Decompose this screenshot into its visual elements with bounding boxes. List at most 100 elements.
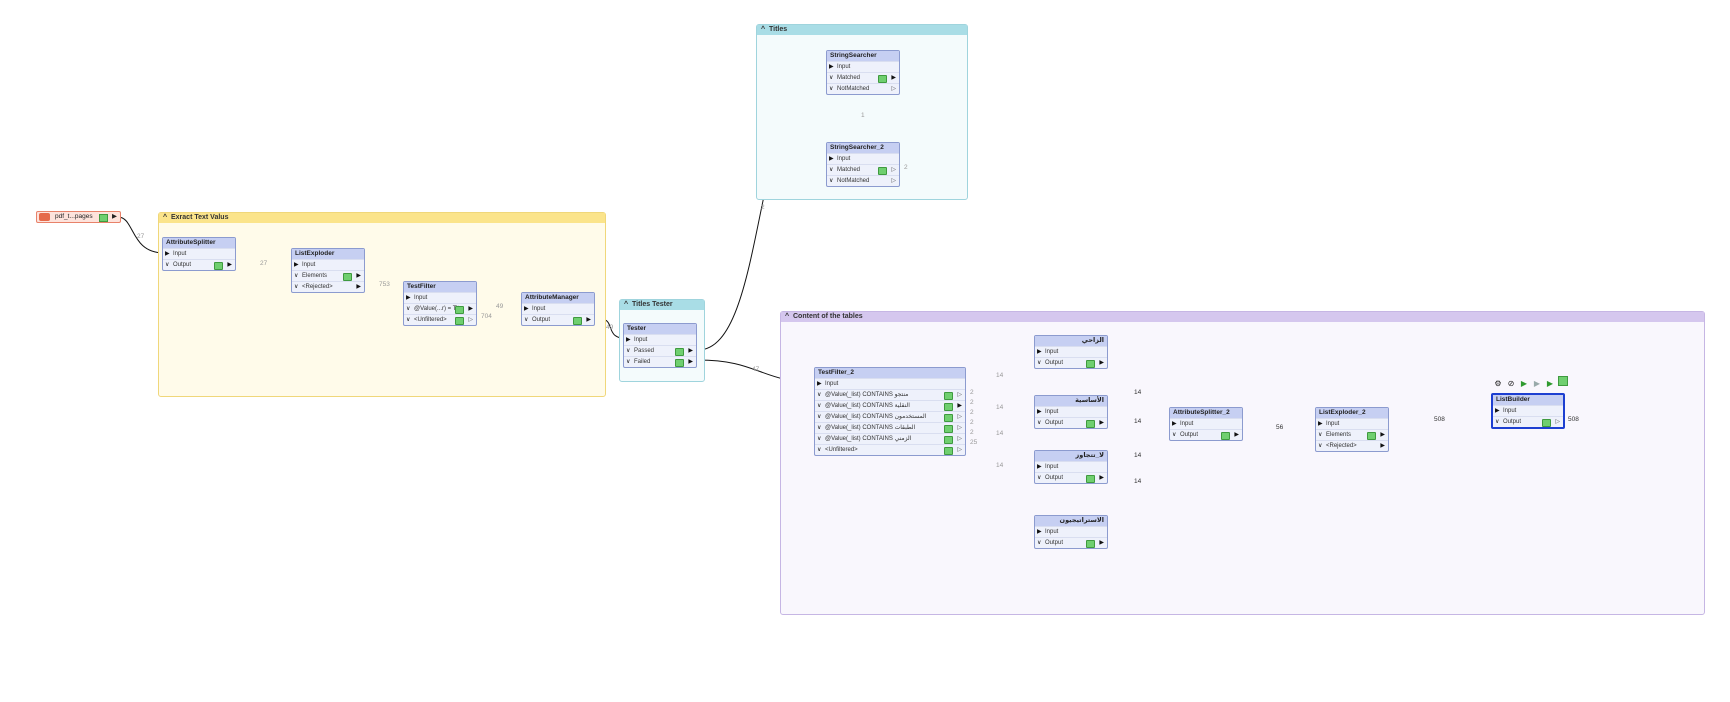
inspect-icon[interactable] bbox=[1221, 432, 1230, 440]
transformer-list-exploder-2[interactable]: ListExploder_2 ▶Input ∨Elements▶ ∨<Rejec… bbox=[1315, 407, 1389, 452]
output-port-hollow-icon[interactable]: ▷ bbox=[957, 392, 962, 398]
output-port-arrow-icon[interactable]: ▶ bbox=[112, 213, 117, 220]
input-port[interactable]: ▶Input bbox=[163, 248, 235, 259]
collapse-chevron-icon[interactable]: ^ bbox=[624, 301, 629, 308]
inspect-icon[interactable] bbox=[944, 425, 953, 433]
output-port-arrow-icon[interactable]: ▶ bbox=[957, 403, 962, 409]
inspect-icon[interactable] bbox=[1086, 540, 1095, 548]
collapse-chevron-icon[interactable]: ^ bbox=[761, 26, 766, 33]
pdf-reader[interactable]: pdf_t...pages ▶ bbox=[36, 211, 121, 223]
inspect-icon[interactable] bbox=[1542, 419, 1551, 427]
output-port[interactable]: ∨Output▶ bbox=[1170, 429, 1242, 440]
output-port[interactable]: ∨@Value(...r) = Tit▶ bbox=[404, 303, 476, 314]
transformer-test-filter[interactable]: TestFilter ▶Input ∨@Value(...r) = Tit▶ ∨… bbox=[403, 281, 477, 326]
output-port[interactable]: ∨Output▶ bbox=[163, 259, 235, 270]
transformer-test-filter-2[interactable]: TestFilter_2 ▶Input ∨@Value(_list) CONTA… bbox=[814, 367, 966, 456]
collapse-chevron-icon[interactable]: ^ bbox=[785, 313, 790, 320]
output-port[interactable]: ∨Output▶ bbox=[1035, 417, 1107, 428]
inspect-icon[interactable] bbox=[99, 214, 108, 222]
inspect-icon[interactable] bbox=[878, 167, 887, 175]
input-port[interactable]: ▶Input bbox=[1035, 461, 1107, 472]
inspect-icon[interactable] bbox=[878, 75, 887, 83]
output-port[interactable]: ∨Output▷ bbox=[1493, 416, 1563, 427]
transformer-arabic-4[interactable]: الاستراتيجيون ▶Input ∨Output▶ bbox=[1034, 515, 1108, 549]
transformer-tester[interactable]: Tester ▶Input ∨Passed▶ ∨Failed▶ bbox=[623, 323, 697, 368]
output-port-arrow-icon[interactable]: ▶ bbox=[1099, 540, 1104, 546]
output-port[interactable]: ∨Output▶ bbox=[1035, 357, 1107, 368]
rejected-port[interactable]: ∨<Rejected>▶ bbox=[1316, 440, 1388, 451]
output-port-hollow-icon[interactable]: ▷ bbox=[891, 167, 896, 173]
inspect-icon[interactable] bbox=[343, 273, 352, 281]
output-port[interactable]: ∨@Value(_list) CONTAINS النقلية▶ bbox=[815, 400, 965, 411]
output-port-arrow-icon[interactable]: ▶ bbox=[688, 348, 693, 354]
input-port[interactable]: ▶Input bbox=[1035, 346, 1107, 357]
failed-port[interactable]: ∨Failed▶ bbox=[624, 356, 696, 367]
unfiltered-port[interactable]: ∨<Unfiltered>▷ bbox=[404, 314, 476, 325]
output-port-arrow-icon[interactable]: ▶ bbox=[1380, 443, 1385, 449]
output-port-hollow-icon[interactable]: ▷ bbox=[957, 425, 962, 431]
passed-port[interactable]: ∨Passed▶ bbox=[624, 345, 696, 356]
output-port-arrow-icon[interactable]: ▶ bbox=[1099, 475, 1104, 481]
output-port-hollow-icon[interactable]: ▷ bbox=[1555, 419, 1560, 425]
input-port[interactable]: ▶Input bbox=[1316, 418, 1388, 429]
gear-icon[interactable]: ⚙ bbox=[1494, 379, 1502, 388]
inspect-icon[interactable] bbox=[944, 414, 953, 422]
matched-port[interactable]: ∨Matched▷ bbox=[827, 164, 899, 175]
inspect-icon[interactable] bbox=[675, 359, 684, 367]
transformer-list-exploder[interactable]: ListExploder ▶Input ∨Elements▶ ∨<Rejecte… bbox=[291, 248, 365, 293]
inspect-icon[interactable] bbox=[1367, 432, 1376, 440]
inspect-icon[interactable] bbox=[944, 447, 953, 455]
run-from-icon[interactable]: ▶ bbox=[1533, 379, 1541, 388]
output-port-hollow-icon[interactable]: ▷ bbox=[957, 447, 962, 453]
output-port[interactable]: ∨@Value(_list) CONTAINS المستخدمون▷ bbox=[815, 411, 965, 422]
output-port[interactable]: ∨@Value(_list) CONTAINS منتجو▷ bbox=[815, 389, 965, 400]
output-port-arrow-icon[interactable]: ▶ bbox=[356, 284, 361, 290]
rejected-port[interactable]: ∨<Rejected>▶ bbox=[292, 281, 364, 292]
output-port[interactable]: ∨Output▶ bbox=[1035, 472, 1107, 483]
input-port[interactable]: ▶Input bbox=[827, 61, 899, 72]
run-icon[interactable]: ▶ bbox=[1520, 379, 1528, 388]
bookmark-content-tables[interactable]: ^Content of the tables bbox=[780, 311, 1705, 615]
inspect-icon[interactable] bbox=[455, 317, 464, 325]
input-port[interactable]: ▶Input bbox=[1493, 405, 1563, 416]
input-port[interactable]: ▶Input bbox=[1170, 418, 1242, 429]
transformer-attribute-splitter[interactable]: AttributeSplitter ▶Input ∨Output▶ bbox=[162, 237, 236, 271]
transformer-arabic-1[interactable]: الزاحي ▶Input ∨Output▶ bbox=[1034, 335, 1108, 369]
output-port-hollow-icon[interactable]: ▷ bbox=[891, 178, 896, 184]
disable-icon[interactable]: ⊘ bbox=[1507, 379, 1515, 388]
inspect-icon[interactable] bbox=[455, 306, 464, 314]
output-port[interactable]: ∨@Value(_list) CONTAINS الزمني▷ bbox=[815, 433, 965, 444]
input-port[interactable]: ▶Input bbox=[624, 334, 696, 345]
output-port-arrow-icon[interactable]: ▶ bbox=[1099, 360, 1104, 366]
inspect-icon[interactable] bbox=[944, 392, 953, 400]
output-port[interactable]: ∨Elements▶ bbox=[1316, 429, 1388, 440]
output-port-arrow-icon[interactable]: ▶ bbox=[227, 262, 232, 268]
transformer-list-builder[interactable]: ListBuilder ▶Input ∨Output▷ bbox=[1491, 393, 1565, 429]
inspect-icon[interactable] bbox=[1086, 475, 1095, 483]
inspect-icon[interactable] bbox=[214, 262, 223, 270]
output-port-hollow-icon[interactable]: ▷ bbox=[891, 86, 896, 92]
output-port-hollow-icon[interactable]: ▷ bbox=[957, 414, 962, 420]
output-port[interactable]: ∨@Value(_list) CONTAINS الطبقات▷ bbox=[815, 422, 965, 433]
inspect-icon[interactable] bbox=[1558, 376, 1568, 386]
inspect-icon[interactable] bbox=[944, 436, 953, 444]
output-port[interactable]: ∨Elements▶ bbox=[292, 270, 364, 281]
output-port-arrow-icon[interactable]: ▶ bbox=[891, 75, 896, 81]
unfiltered-port[interactable]: ∨<Unfiltered>▷ bbox=[815, 444, 965, 455]
output-port[interactable]: ∨Output▶ bbox=[522, 314, 594, 325]
transformer-attribute-splitter-2[interactable]: AttributeSplitter_2 ▶Input ∨Output▶ bbox=[1169, 407, 1243, 441]
output-port[interactable]: ∨Output▶ bbox=[1035, 537, 1107, 548]
notmatched-port[interactable]: ∨NotMatched▷ bbox=[827, 175, 899, 186]
inspect-icon[interactable] bbox=[573, 317, 582, 325]
inspect-icon[interactable] bbox=[675, 348, 684, 356]
run-to-icon[interactable]: ▶ bbox=[1546, 379, 1554, 388]
input-port[interactable]: ▶Input bbox=[292, 259, 364, 270]
input-port[interactable]: ▶Input bbox=[815, 378, 965, 389]
output-port-arrow-icon[interactable]: ▶ bbox=[468, 306, 473, 312]
input-port[interactable]: ▶Input bbox=[1035, 526, 1107, 537]
output-port-hollow-icon[interactable]: ▷ bbox=[957, 436, 962, 442]
notmatched-port[interactable]: ∨NotMatched▷ bbox=[827, 83, 899, 94]
transformer-attribute-manager[interactable]: AttributeManager ▶Input ∨Output▶ bbox=[521, 292, 595, 326]
transformer-string-searcher-2[interactable]: StringSearcher_2 ▶Input ∨Matched▷ ∨NotMa… bbox=[826, 142, 900, 187]
output-port-arrow-icon[interactable]: ▶ bbox=[1380, 432, 1385, 438]
